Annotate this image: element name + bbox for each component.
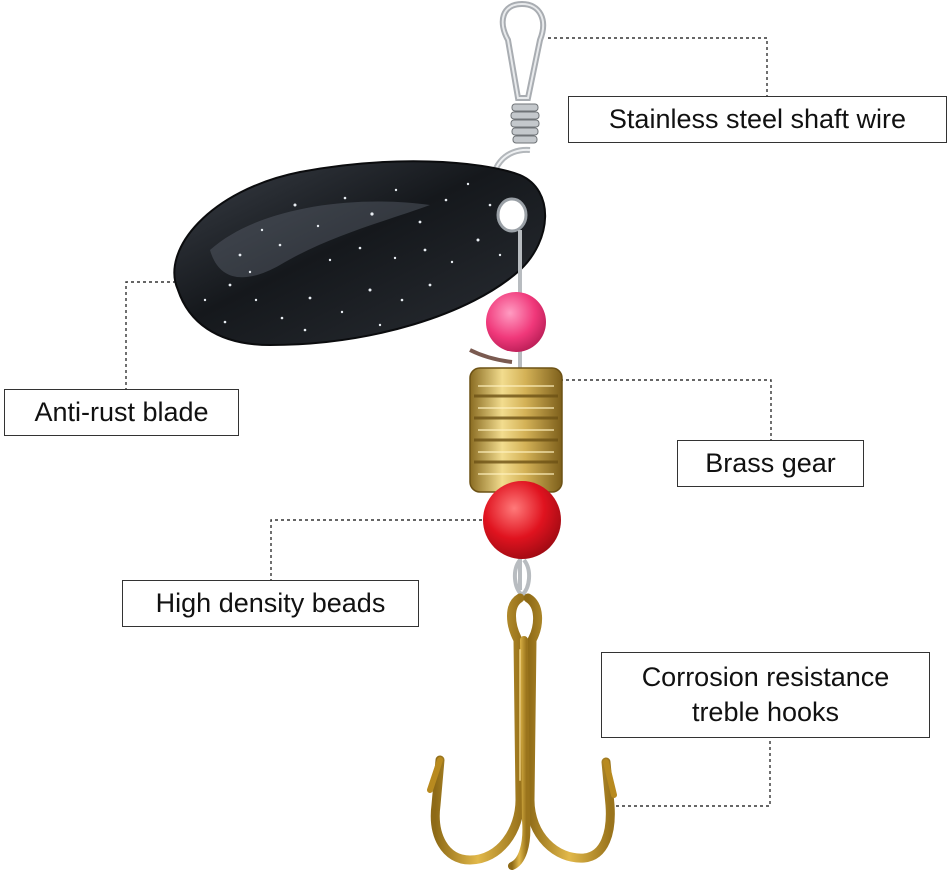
label-brass-gear: Brass gear: [677, 440, 864, 487]
brass-gear-body: [469, 367, 563, 493]
label-shaft-wire: Stainless steel shaft wire: [568, 96, 947, 143]
label-blade-text: Anti-rust blade: [34, 397, 209, 427]
label-beads: High density beads: [122, 580, 419, 627]
spinner-blade: [173, 160, 547, 347]
label-shaft-wire-text: Stainless steel shaft wire: [608, 104, 907, 134]
label-beads-text: High density beads: [155, 588, 386, 618]
treble-hook: [427, 593, 617, 870]
label-hooks-line1: Corrosion resistance: [641, 662, 890, 692]
label-hooks-line2: treble hooks: [691, 697, 840, 727]
leader-line-shaft: [548, 37, 768, 96]
blade-glitter: [203, 182, 502, 332]
leader-line-blade: [125, 281, 176, 389]
leader-line-beads: [270, 519, 488, 580]
red-bead: [483, 481, 561, 559]
leader-line-gear: [560, 379, 772, 440]
leader-line-hooks: [610, 738, 771, 807]
leader-lines: [125, 37, 772, 807]
label-blade: Anti-rust blade: [4, 389, 239, 436]
label-treble-hooks: Corrosion resistance treble hooks: [601, 652, 930, 738]
pink-bead: [486, 292, 546, 352]
label-brass-gear-text: Brass gear: [705, 448, 836, 478]
